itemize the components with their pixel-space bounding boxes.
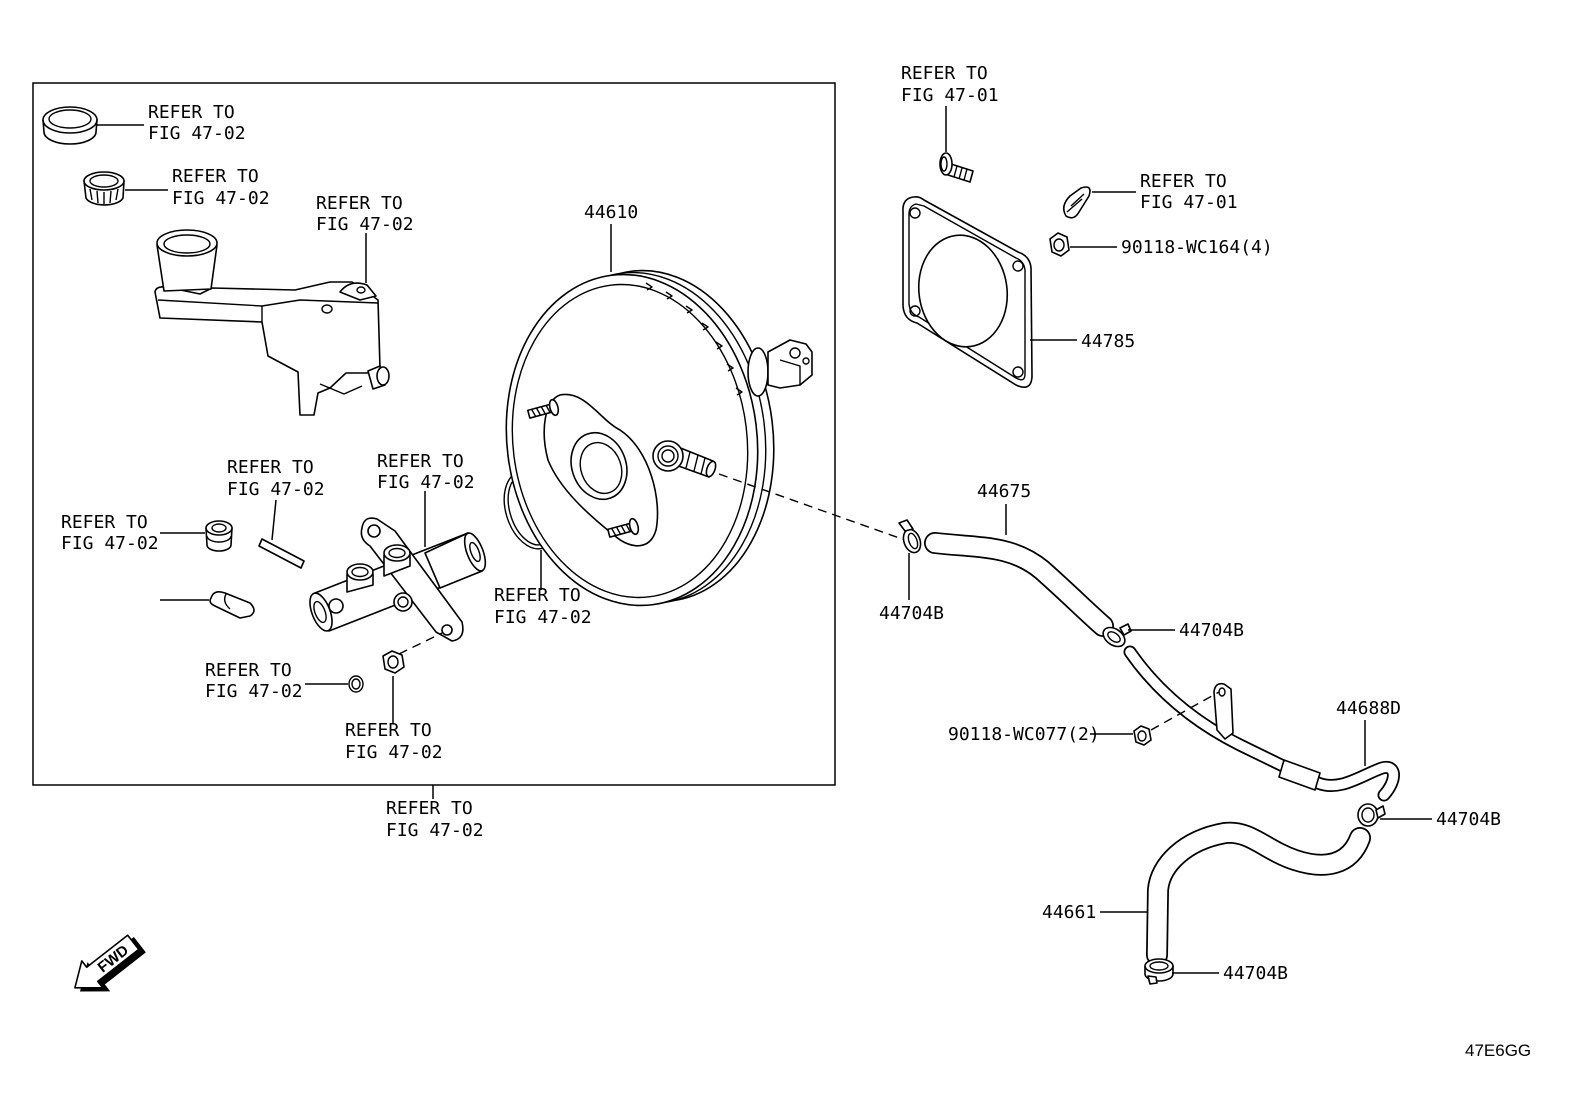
booster-push-rod-clevis: [747, 339, 813, 397]
nut-callout-line1: REFER TO: [345, 720, 432, 741]
vacuum-tube-part-number: 44688D: [1336, 698, 1401, 719]
master-cylinder-callout-line1: REFER TO: [377, 451, 464, 472]
cap-strainer-callout-line1: REFER TO: [172, 166, 259, 187]
reservoir-cap-callout-line1: REFER TO: [148, 102, 235, 123]
forward-direction-arrow: FWD: [74, 934, 146, 992]
reservoir-cap: [42, 106, 98, 145]
tube-nut: [1133, 725, 1152, 746]
vacuum-hose-lower-part-number: 44661: [1042, 902, 1096, 923]
o-ring-callout-line1: REFER TO: [205, 660, 292, 681]
gasket: [902, 196, 1033, 388]
master-cylinder-seal: [209, 591, 255, 619]
master-cylinder-callout-line2: FIG 47-02: [377, 472, 475, 493]
vacuum-tube: [1123, 645, 1400, 802]
clip-callout-line1: REFER TO: [1140, 171, 1227, 192]
reservoir-grommet: [205, 520, 233, 552]
master-cylinder-kit-callout-line2: FIG 47-02: [386, 820, 484, 841]
brake-booster-part-number: 44610: [584, 202, 638, 223]
grommet-callout-line2: FIG 47-02: [61, 533, 159, 554]
diagram-code: 47E6GG: [1465, 1041, 1531, 1060]
gasket-part-number: 44785: [1081, 331, 1135, 352]
brake-booster: [505, 269, 813, 607]
hose-clamp-1: [898, 519, 922, 554]
reservoir-callout-line1: REFER TO: [316, 193, 403, 214]
stud-bolt: [939, 152, 974, 183]
pin-callout-line1: REFER TO: [227, 457, 314, 478]
booster-stud-upper: [526, 398, 560, 419]
o-ring-callout-line2: FIG 47-02: [205, 681, 303, 702]
hose-clamp-4: [1144, 958, 1174, 985]
check-valve: [652, 440, 717, 478]
booster-o-ring-callout-line1: REFER TO: [494, 585, 581, 606]
reservoir-callout-line2: FIG 47-02: [316, 214, 414, 235]
tube-clip: [1278, 759, 1321, 791]
cap-strainer-callout-line2: FIG 47-02: [172, 188, 270, 209]
vacuum-hose-upper: [924, 532, 1114, 637]
pin-leader: [271, 499, 277, 541]
pin-callout-line2: FIG 47-02: [227, 479, 325, 500]
stud-bolt-callout-line2: FIG 47-01: [901, 85, 999, 106]
booster-stud-lower: [606, 517, 640, 538]
clip-callout-line2: FIG 47-01: [1140, 192, 1238, 213]
clamp-4-part-number: 44704B: [1223, 963, 1288, 984]
nut-callout-line2: FIG 47-02: [345, 742, 443, 763]
master-cylinder: [309, 517, 487, 642]
nut-to-flange-dashline: [398, 632, 443, 655]
tube-bracket: [1213, 682, 1234, 740]
nut-to-bracket-dashline: [1150, 691, 1220, 731]
master-cylinder-nut: [382, 650, 405, 674]
master-cylinder-group-frame: [32, 82, 836, 786]
small-o-ring: [348, 675, 364, 693]
clamp-3-part-number: 44704B: [1436, 809, 1501, 830]
hose-clamp-3: [1357, 803, 1386, 827]
clamp-1-part-number: 44704B: [879, 603, 944, 624]
clamp-2-part-number: 44704B: [1179, 620, 1244, 641]
tube-nut-part-number: 90118-WC077(2): [948, 724, 1100, 745]
cap-strainer: [83, 171, 125, 206]
spring-clip: [1062, 186, 1091, 219]
master-cylinder-kit-callout-line1: REFER TO: [386, 798, 473, 819]
booster-o-ring-callout-line2: FIG 47-02: [494, 607, 592, 628]
reservoir-cap-callout-line2: FIG 47-02: [148, 123, 246, 144]
vacuum-hose-upper-part-number: 44675: [977, 481, 1031, 502]
booster-nut: [1049, 232, 1070, 257]
grommet-callout-line1: REFER TO: [61, 512, 148, 533]
hose-clamp-2: [1102, 623, 1132, 648]
reservoir: [154, 229, 390, 416]
stud-bolt-callout-line1: REFER TO: [901, 63, 988, 84]
retaining-pin: [258, 538, 305, 569]
vacuum-hose-lower: [1146, 821, 1371, 966]
booster-nut-part-number: 90118-WC164(4): [1121, 237, 1273, 258]
check-valve-to-hose-dashline: [718, 473, 906, 541]
